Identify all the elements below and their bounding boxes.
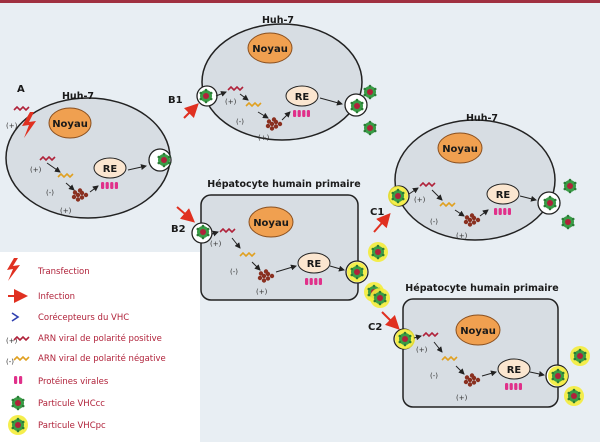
cell-b2-nucleus: Noyau — [253, 218, 289, 229]
cell-c1-neg: (-) — [430, 218, 438, 226]
step-a-pos: (+) — [6, 122, 18, 130]
cell-c1-title: Huh-7 — [466, 113, 498, 124]
cell-c1-nucleus: Noyau — [442, 144, 478, 155]
cell-b1-huh7: Huh-7 Noyau RE (+) (-) (+) — [196, 15, 368, 142]
cell-c2-hepatocyte: Hépatocyte humain primaire Noyau RE (+) … — [393, 283, 569, 408]
step-c2-label: C2 — [368, 322, 382, 333]
cell-b1-title: Huh-7 — [262, 15, 294, 26]
cell-b2-er: RE — [307, 259, 322, 270]
cell-c1-huh7: Huh-7 Noyau RE (+) (-) (+) — [388, 113, 561, 241]
cell-b1-pos-1: (+) — [225, 98, 237, 106]
cell-c2-er: RE — [507, 365, 522, 376]
step-a-transfection: A (+) — [6, 84, 36, 138]
legend-hcvcc: Particule VHCcc — [38, 399, 105, 409]
cell-a-huh7: Huh-7 Noyau RE (+) (-) (+) — [5, 91, 172, 219]
legend-transfection: Transfection — [37, 267, 90, 277]
cell-a-pos-1: (+) — [30, 166, 42, 174]
cell-b1-nucleus: Noyau — [252, 44, 288, 55]
cell-b2-pos-2: (+) — [256, 288, 268, 296]
step-c1-label: C1 — [370, 207, 384, 218]
legend-transfection-icon — [7, 258, 20, 281]
legend: Transfection Infection Corécepteurs du V… — [0, 252, 200, 442]
cell-b1-er: RE — [295, 92, 310, 103]
legend-coreceptor-icon — [11, 312, 20, 322]
b1-infection-arrow — [183, 103, 199, 119]
cell-b2-neg: (-) — [230, 268, 238, 276]
c2-infection-arrow — [381, 311, 400, 330]
top-bar — [0, 0, 600, 3]
legend-hcvpc: Particule VHCpc — [38, 421, 106, 431]
cell-c2-neg: (-) — [430, 372, 438, 380]
cell-c2-title: Hépatocyte humain primaire — [405, 283, 558, 294]
legend-proteins: Protéines virales — [38, 376, 109, 387]
cell-c1-pos-2: (+) — [456, 232, 468, 240]
legend-rna-positive: ARN viral de polarité positive — [38, 333, 162, 344]
cell-b2-title: Hépatocyte humain primaire — [207, 179, 360, 190]
legend-pos-symbol: (+) — [6, 337, 18, 345]
cell-b1-neg: (-) — [236, 118, 244, 126]
cell-c1-pos-1: (+) — [414, 196, 426, 204]
legend-coreceptors: Corécepteurs du VHC — [38, 312, 129, 323]
cell-b1-pos-2: (+) — [258, 134, 270, 142]
legend-protein-icon — [14, 376, 18, 384]
step-a-label: A — [17, 84, 25, 95]
transfection-bolt-icon — [22, 112, 36, 138]
legend-rna-negative: ARN viral de polarité négative — [38, 353, 166, 364]
cell-c2-pos-2: (+) — [456, 394, 468, 402]
cell-a-neg: (-) — [46, 189, 54, 197]
legend-neg-symbol: (-) — [6, 358, 14, 366]
cell-c1-er: RE — [496, 190, 511, 201]
cell-b2-pos-1: (+) — [210, 240, 222, 248]
c1-infection-arrow — [373, 212, 391, 233]
legend-infection: Infection — [38, 292, 75, 302]
step-b2-label: B2 — [171, 224, 186, 235]
cell-a-title: Huh-7 — [62, 91, 94, 102]
cell-c2-nucleus: Noyau — [460, 326, 496, 337]
cell-a-pos-2: (+) — [60, 207, 72, 215]
cell-b2-hepatocyte: Hépatocyte humain primaire Noyau RE (+) … — [191, 179, 369, 301]
cell-c2-pos-1: (+) — [416, 346, 428, 354]
cell-a-nucleus: Noyau — [52, 119, 88, 130]
b2-infection-arrow — [176, 206, 196, 223]
step-b1-label: B1 — [168, 95, 183, 106]
cell-a-er: RE — [103, 164, 118, 175]
